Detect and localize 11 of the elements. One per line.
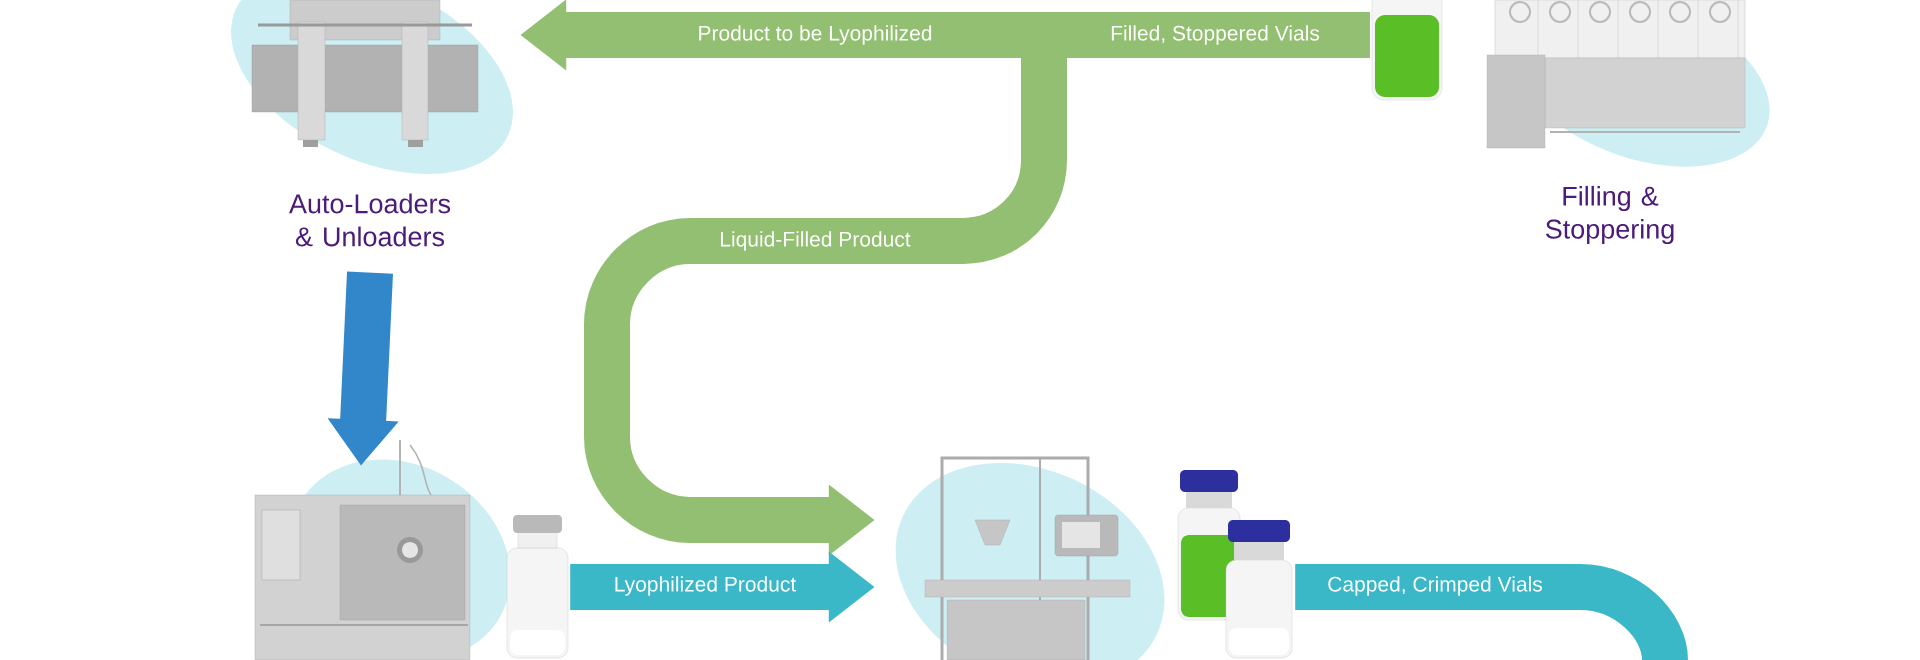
vial-drawing: [1371, 0, 1443, 101]
edge-label: Liquid-Filled Product: [721, 231, 911, 251]
station-caption: Auto-Loaders & Unloaders: [289, 193, 451, 247]
vial-drawing: [506, 515, 569, 659]
edge-label: Lyophilized Product: [615, 576, 797, 596]
station-caption: Filling & Stoppering: [1545, 185, 1674, 245]
vials-drawing: [1177, 470, 1293, 659]
capping-machine-drawing: [895, 456, 1165, 660]
band-label: Filled, Stoppered Vials: [1107, 22, 1323, 48]
edge-label: Product to be Lyophilized: [699, 25, 932, 45]
edge-label: Capped, Crimped Vials: [1328, 576, 1542, 596]
